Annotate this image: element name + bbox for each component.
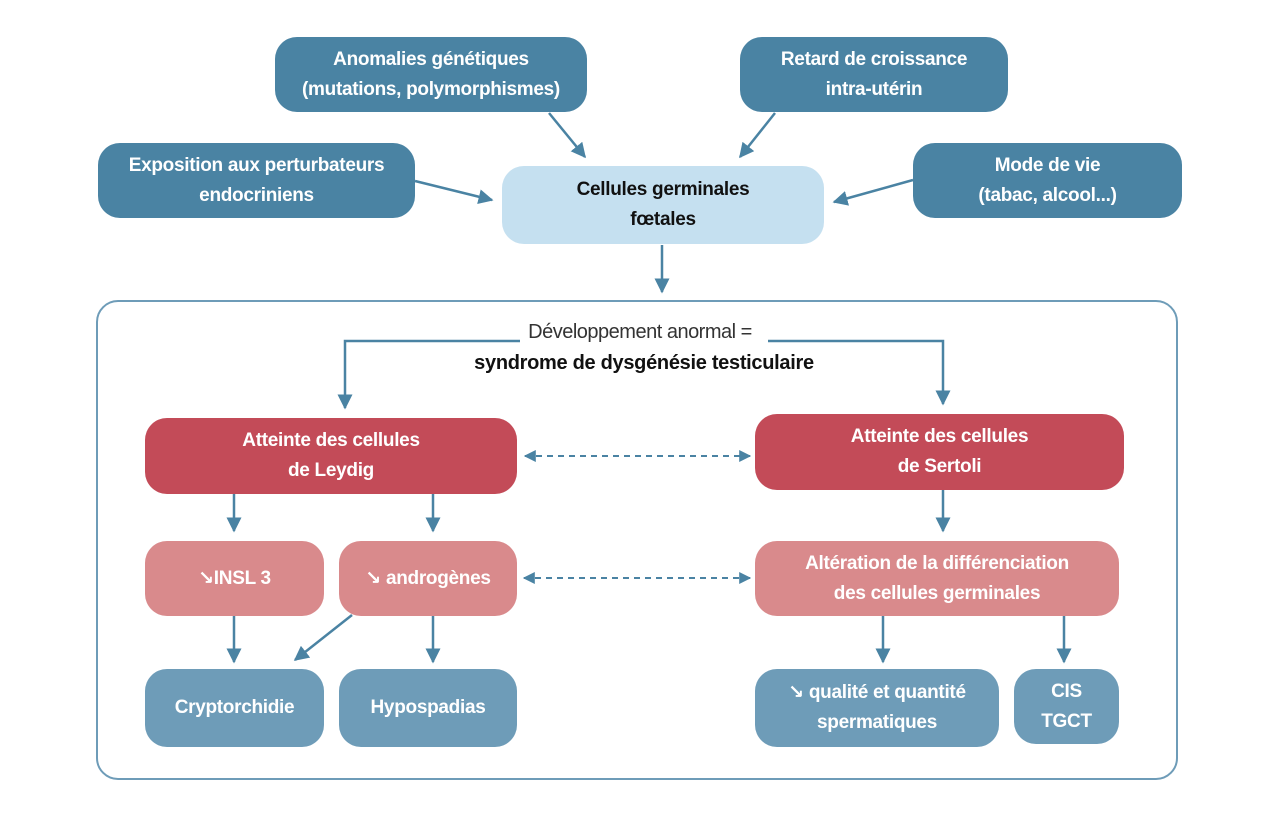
arrow-development-to-sertoli bbox=[768, 339, 951, 406]
sperm-line2: spermatiques bbox=[817, 712, 937, 733]
androgens-decrease: ↘ androgènes bbox=[339, 541, 517, 616]
sertoli-line1: Atteinte des cellules bbox=[850, 426, 1029, 447]
sertoli-line2: de Sertoli bbox=[897, 456, 982, 477]
leydig-cells-impairment: Atteinte des cellules de Leydig bbox=[145, 418, 517, 494]
arrow-endocrine-to-center bbox=[414, 179, 494, 205]
cryptorchidism: Cryptorchidie bbox=[145, 669, 324, 747]
cryptorchidism-label: Cryptorchidie bbox=[174, 697, 295, 718]
dysgenesis-syndrome-frame bbox=[96, 300, 1178, 780]
leydig-line2: de Leydig bbox=[288, 460, 374, 481]
leydig-line1: Atteinte des cellules bbox=[242, 430, 420, 451]
cause-growth-line2: intra-utérin bbox=[825, 78, 923, 100]
cause-growth-line1: Retard de croissance bbox=[780, 48, 968, 70]
cause-endocrine-line2: endocriniens bbox=[199, 184, 314, 206]
insl3-decrease: ↘INSL 3 bbox=[145, 541, 324, 616]
cause-lifestyle-line2: (tabac, alcool...) bbox=[978, 184, 1117, 206]
cause-lifestyle: Mode de vie (tabac, alcool...) bbox=[913, 143, 1182, 218]
arrow-development-to-leydig bbox=[337, 339, 520, 410]
sperm-quality-quantity-decrease: ↘ qualité et quantité spermatiques bbox=[755, 669, 999, 747]
cause-endocrine-disruptors: Exposition aux perturbateurs endocrinien… bbox=[98, 143, 415, 218]
hypospadias-label: Hypospadias bbox=[370, 697, 486, 718]
cis-tgct: CIS TGCT bbox=[1014, 669, 1119, 744]
germ-alteration-line2: des cellules germinales bbox=[833, 582, 1041, 604]
hypospadias: Hypospadias bbox=[339, 669, 517, 747]
cause-genetic-line1: Anomalies génétiques bbox=[333, 48, 529, 70]
cause-genetic-line2: (mutations, polymorphismes) bbox=[302, 78, 560, 100]
arrow-lifestyle-to-center bbox=[832, 178, 914, 206]
tgct-label: TGCT bbox=[1041, 710, 1092, 732]
fetal-germ-cells-line2: fœtales bbox=[630, 209, 696, 230]
androgens-label: ↘ androgènes bbox=[365, 567, 491, 589]
abnormal-development-text: Développement anormal = bbox=[520, 321, 760, 343]
cause-growth-retardation: Retard de croissance intra-utérin bbox=[740, 37, 1008, 112]
arrow-growth-to-center bbox=[739, 112, 776, 159]
arrow-androgens-to-cryptorchidism bbox=[293, 614, 353, 661]
sperm-line1: ↘ qualité et quantité bbox=[788, 682, 966, 703]
germ-cell-differentiation-alteration: Altération de la différenciation des cel… bbox=[755, 541, 1119, 616]
fetal-germ-cells: Cellules germinales fœtales bbox=[502, 166, 824, 244]
cause-lifestyle-line1: Mode de vie bbox=[994, 154, 1101, 176]
sertoli-cells-impairment: Atteinte des cellules de Sertoli bbox=[755, 414, 1124, 490]
cause-endocrine-line1: Exposition aux perturbateurs bbox=[128, 154, 385, 176]
cause-genetic-anomalies: Anomalies génétiques (mutations, polymor… bbox=[275, 37, 587, 112]
arrow-genetic-to-center bbox=[548, 112, 586, 159]
abnormal-development-label: Développement anormal = bbox=[0, 318, 1280, 346]
germ-alteration-line1: Altération de la différenciation bbox=[805, 552, 1069, 574]
cis-label: CIS bbox=[1051, 680, 1082, 702]
insl3-label: ↘INSL 3 bbox=[198, 567, 271, 589]
fetal-germ-cells-line1: Cellules germinales bbox=[576, 179, 750, 200]
syndrome-label: syndrome de dysgénésie testiculaire bbox=[474, 352, 814, 374]
